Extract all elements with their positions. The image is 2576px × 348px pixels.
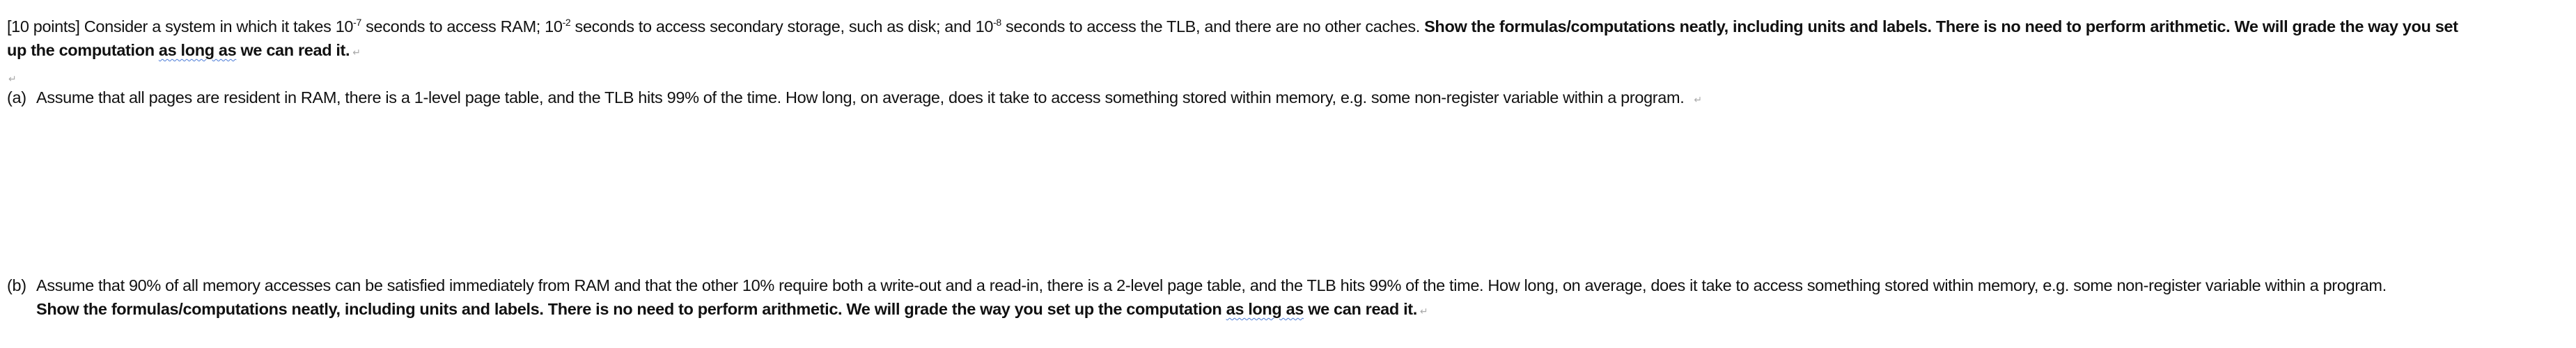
paragraph-mark-icon: ↵ — [1694, 94, 1702, 105]
instructions-bold: Show the formulas/computations neatly, i… — [36, 300, 1226, 318]
points-label: [10 points] — [7, 17, 80, 35]
grammar-flag: as long as — [158, 41, 237, 59]
part-b-line-2: Show the formulas/computations neatly, i… — [36, 299, 1428, 322]
intro-text: Consider a system in which it takes 10 — [79, 17, 354, 35]
grammar-flag: as long as — [1226, 300, 1304, 318]
paragraph-mark-icon: ↵ — [352, 47, 361, 58]
intro-text: seconds to access secondary storage, suc… — [570, 17, 994, 35]
empty-paragraph: ↵ — [8, 66, 17, 89]
paragraph-mark-icon: ↵ — [1419, 306, 1428, 317]
instructions-bold: up the computation — [7, 41, 159, 59]
part-a-text: Assume that all pages are resident in RA… — [36, 88, 1685, 106]
instructions-bold: we can read it. — [1304, 300, 1417, 318]
intro-line-1: [10 points] Consider a system in which i… — [7, 16, 2458, 37]
exponent: -8 — [993, 17, 1001, 28]
paragraph-mark-icon: ↵ — [8, 73, 17, 84]
intro-text: seconds to access the TLB, and there are… — [1001, 17, 1425, 35]
exponent: -2 — [562, 17, 571, 28]
intro-text: seconds to access RAM; 10 — [361, 17, 563, 35]
instructions-bold: Show the formulas/computations neatly, i… — [1424, 17, 2458, 35]
part-b-text: Assume that 90% of all memory accesses c… — [36, 276, 2387, 294]
instructions-bold: we can read it. — [236, 41, 350, 59]
part-b-line-1: (b) Assume that 90% of all memory accesse… — [7, 275, 2387, 296]
intro-line-2: up the computation as long as we can rea… — [7, 40, 361, 63]
part-a: (a) Assume that all pages are resident in… — [7, 87, 1702, 110]
part-b-label: (b) — [7, 276, 26, 294]
part-a-label: (a) — [7, 88, 26, 106]
exponent: -7 — [353, 17, 361, 28]
